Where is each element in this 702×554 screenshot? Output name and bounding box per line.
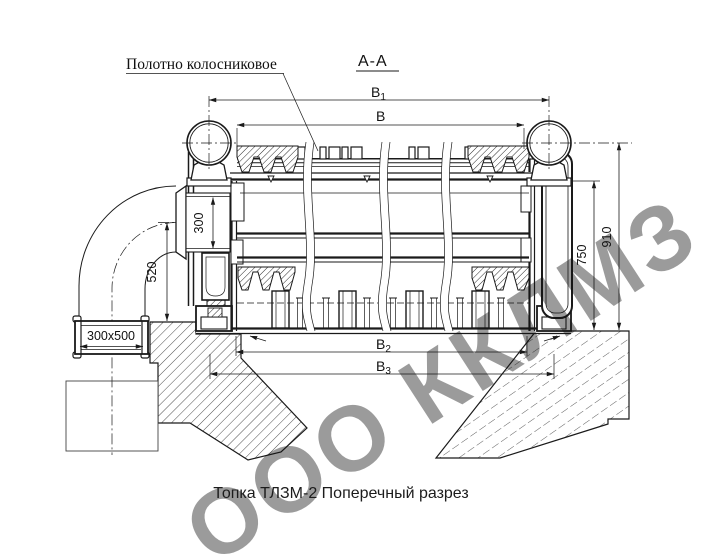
section-label-text: А-А (358, 53, 388, 70)
dimension-520: 520 (145, 222, 170, 322)
dimension-910: 910 (600, 142, 622, 331)
dimension-b2-label: В2 (376, 336, 391, 355)
clamp-pair (408, 146, 430, 160)
weld-mark (363, 175, 371, 184)
grate-casting-bottom-right (471, 266, 530, 291)
dimension-duct-height: 300 (192, 197, 216, 249)
air-duct-flanged-section: 300x500 (72, 315, 150, 359)
grate-casting-top-left (236, 145, 299, 173)
section-label: А-А (356, 53, 399, 72)
weld-mark (486, 175, 494, 184)
part-callout-label: Полотно колосниковое (126, 56, 277, 73)
dimension-b3-label: В3 (376, 358, 391, 377)
overall-height-dimension: 910 (600, 227, 614, 248)
post-large (471, 290, 490, 329)
dimension-b3: В3 (209, 354, 555, 379)
drum-right (522, 96, 632, 172)
drawing-caption: Топка ТЛЗМ-2 Поперечный разрез (213, 485, 468, 502)
support-foot-left (195, 296, 267, 342)
break-lines (302, 141, 454, 332)
foundation-right (434, 330, 630, 459)
grate-casting-bottom-left (237, 266, 296, 291)
air-duct-horizontal (175, 184, 231, 261)
dimension-b2: В2 (235, 336, 528, 356)
dimension-b1: В1 (208, 84, 550, 103)
duct-height-dimension: 300 (192, 213, 206, 234)
duct-section-dimension: 300x500 (87, 329, 135, 343)
dimension-b: В (236, 108, 525, 149)
drop-dimension: 520 (145, 262, 159, 283)
dimension-b1-label: В1 (371, 84, 386, 103)
clamp-pair (319, 146, 341, 160)
post-large (271, 290, 290, 329)
lower-support-posts (237, 290, 529, 329)
grate-casting-top-right (467, 145, 530, 173)
drum-left (182, 96, 237, 172)
post-large (405, 290, 424, 329)
dimension-750: 750 (572, 180, 600, 331)
weld-mark (267, 175, 275, 184)
part-callout: Полотно колосниковое (126, 56, 319, 152)
frame-height-dimension: 750 (575, 245, 589, 266)
post-large (338, 290, 357, 329)
clamp-pair (341, 146, 363, 160)
dimension-b-label: В (376, 108, 385, 124)
